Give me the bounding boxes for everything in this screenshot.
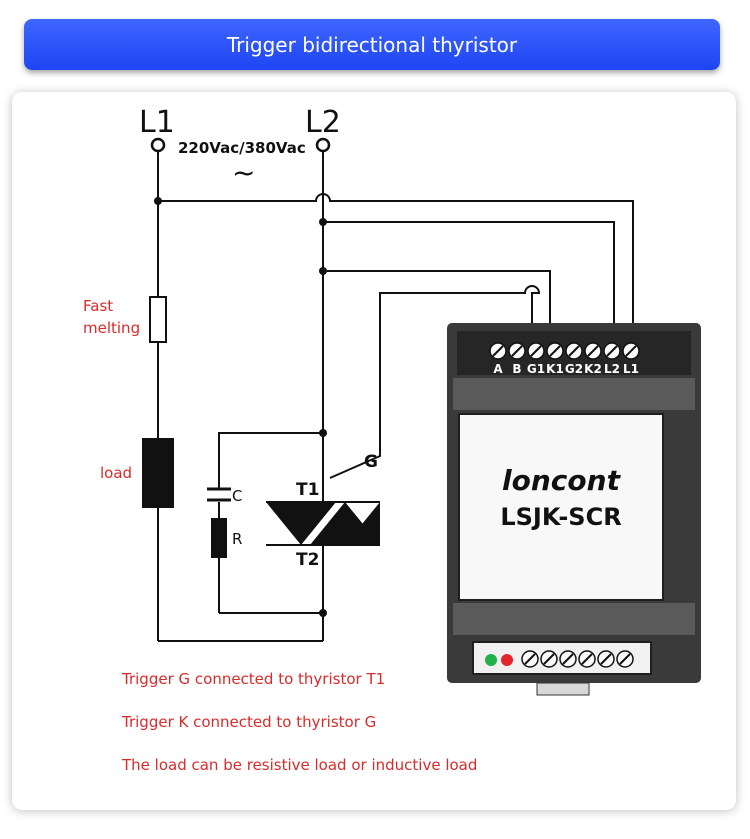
note-2: Trigger K connected to thyristor G [121,713,376,731]
title-banner: Trigger bidirectional thyristor [24,19,720,70]
fuse-label-line2: melting [83,319,140,337]
resistor-symbol [211,518,227,558]
module-model: LSJK-SCR [500,503,621,531]
thyristor-t2-label: T2 [296,550,319,570]
junction-dot [319,218,327,226]
load-label: load [100,464,132,482]
fuse-symbol [149,296,167,343]
terminal-screw-g2 [565,342,583,360]
terminal-screw-l2 [603,342,621,360]
terminal-l1 [150,137,166,153]
voltage-label: 220Vac/380Vac [178,139,306,157]
junction-dot [319,429,327,437]
thyristor-t1-label: T1 [296,480,319,500]
triac-triangle-up-full [310,502,380,545]
bottom-terminal-screws [521,650,634,668]
terminal-label-a: A [493,362,503,376]
terminal-label-g1: G1 [527,362,545,376]
bottom-screw [578,650,596,668]
junction-dot [319,609,327,617]
terminal-screw-l1 [622,342,640,360]
terminal-label-k1: K1 [546,362,564,376]
terminal-screw-a [489,342,507,360]
terminal-screw-k2 [584,342,602,360]
terminal-screw-g1 [527,342,545,360]
load-symbol [142,438,174,508]
triac-triangle-down [266,502,336,545]
bottom-screw [559,650,577,668]
terminal-label-k2: K2 [584,362,602,376]
led-red [501,654,513,666]
terminal-screws [489,342,640,360]
terminal-label-b: B [512,362,521,376]
junction-dot [319,267,327,275]
terminal-l1-label: L1 [139,105,175,140]
terminal-screw-k1 [546,342,564,360]
bottom-screw [521,650,539,668]
note-1: Trigger G connected to thyristor T1 [121,670,385,688]
module-brand: loncont [502,464,622,497]
bottom-screw [540,650,558,668]
capacitor-label: C [232,487,242,505]
terminal-l2 [315,137,331,153]
note-3: The load can be resistive load or induct… [121,756,477,774]
bottom-screw [597,650,615,668]
ac-symbol: ~ [232,156,255,189]
fuse-label-line1: Fast [83,297,113,315]
banner-title: Trigger bidirectional thyristor [226,32,518,57]
junction-dot [154,197,162,205]
terminal-l2-label: L2 [305,105,341,140]
terminal-label-g2: G2 [565,362,583,376]
terminal-label-l1: L1 [623,362,639,376]
terminal-label-l2: L2 [604,362,620,376]
terminal-screw-b [508,342,526,360]
bottom-screw [616,650,634,668]
gate-label: G [364,452,378,472]
led-green [485,654,497,666]
resistor-label: R [232,530,242,548]
